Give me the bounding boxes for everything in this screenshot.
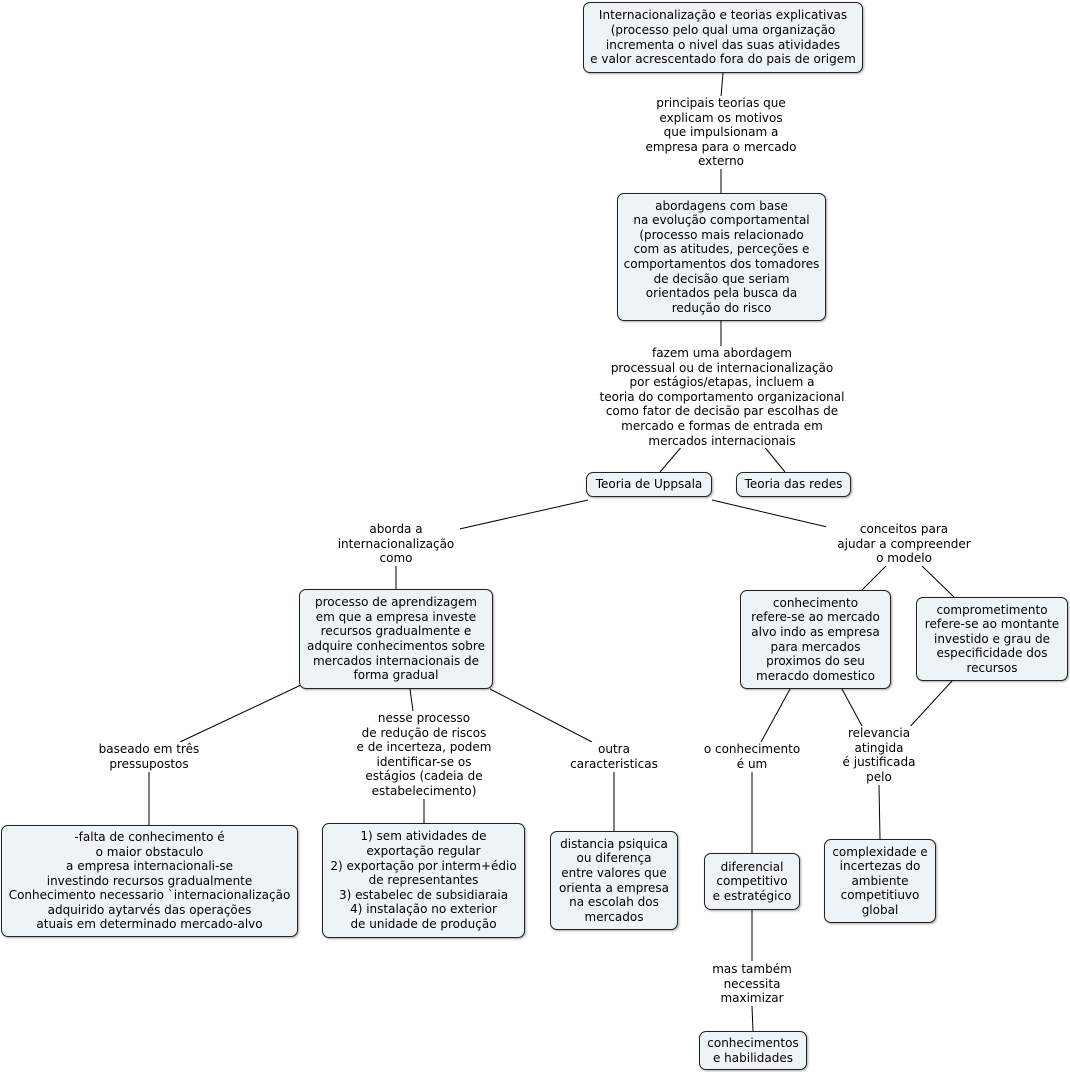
link-baseado-pressupostos: baseado em três pressupostos (90, 742, 208, 772)
connector-line (720, 72, 724, 98)
connector-line (762, 444, 786, 473)
link-aborda-internacionalizacao: aborda a internacionalização como (332, 522, 460, 566)
concept-internacionalizacao[interactable]: Internacionalização e teorias explicativ… (583, 2, 863, 73)
concept-complexidade[interactable]: complexidade e incertezas do ambiente co… (824, 839, 936, 923)
concept-conhecimentos-habilidades[interactable]: conhecimentos e habilidades (699, 1031, 807, 1070)
connector-line (409, 688, 414, 712)
link-mas-tambem: mas também necessita maximizar (700, 962, 804, 1006)
link-nesse-processo: nesse processo de redução de riscos e de… (350, 711, 498, 799)
link-conceitos-modelo: conceitos para ajudar a compreender o mo… (826, 522, 982, 566)
connector-line (878, 784, 881, 840)
concept-teoria-redes[interactable]: Teoria das redes (736, 472, 851, 497)
connector-line (906, 680, 953, 731)
connector-line (751, 1005, 754, 1032)
concept-comprometimento[interactable]: comprometimento refere-se ao montante in… (916, 597, 1068, 681)
concept-pressupostos[interactable]: -falta de conhecimento é o maior obstacu… (1, 825, 298, 937)
link-fazem-abordagem: fazem uma abordagem processual ou de int… (592, 346, 852, 449)
connector-line (760, 688, 791, 743)
connector-line (841, 688, 863, 727)
concept-diferencial-competitivo[interactable]: diferencial competitivo e estratégico (704, 853, 800, 910)
connector-line (659, 444, 684, 473)
connector-line (861, 565, 887, 591)
concept-conhecimento[interactable]: conhecimento refere-se ao mercado alvo i… (740, 590, 891, 689)
link-principais-teorias: principais teorias que explicam os motiv… (634, 96, 808, 169)
concept-estagios[interactable]: 1) sem atividades de exportação regular … (322, 823, 525, 938)
connector-line (454, 499, 589, 531)
concept-distancia-psiquica[interactable]: distancia psiquica ou diferença entre va… (550, 831, 678, 930)
concept-processo-aprendizagem[interactable]: processo de aprendizagem em que a empres… (299, 589, 493, 689)
link-outra-caracteristicas: outra caracteristicas (564, 742, 664, 772)
link-relevancia: relevancia atingida é justificada pelo (830, 726, 928, 785)
connector-line (489, 688, 593, 743)
link-o-conhecimento: o conhecimento é um (698, 742, 806, 772)
connector-line (711, 499, 841, 531)
connector-line (921, 565, 955, 598)
concept-teoria-uppsala[interactable]: Teoria de Uppsala (586, 472, 712, 497)
concept-abordagens-comportamental[interactable]: abordagens com base na evolução comporta… (617, 193, 826, 321)
connector-line (179, 684, 302, 743)
